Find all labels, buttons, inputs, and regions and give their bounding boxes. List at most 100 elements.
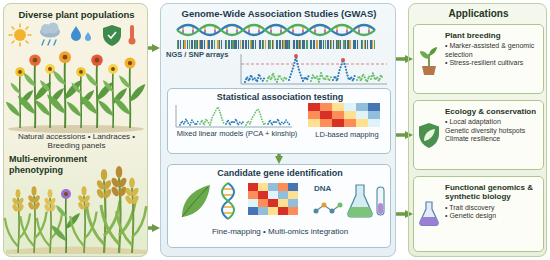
- left-panel-ground: [3, 3, 148, 257]
- panel-heading: Diverse plant populations: [6, 9, 147, 20]
- text-slot: Statistical association testing: [172, 92, 388, 103]
- body-text: Multi-environment phenotyping: [9, 154, 109, 175]
- ld-heatmap-part: [368, 111, 380, 119]
- mini-manhattan-plot-part: [176, 105, 292, 127]
- rain-cloud-icon: [40, 23, 60, 46]
- body-text: Natural accessions • Landraces • Breedin…: [10, 132, 143, 151]
- flask-icon: [348, 185, 372, 217]
- manhattan-plot-part-part: [245, 74, 265, 82]
- snp-strip: [177, 40, 375, 49]
- omics-heatmap-part: [248, 191, 258, 199]
- flowering-plants-part: [98, 64, 127, 128]
- molecule-label: DNA: [314, 184, 342, 193]
- conservation-shield-icon-part: [419, 123, 439, 148]
- thermometer-icon-part: [130, 25, 134, 39]
- flow-arrow: [148, 46, 153, 50]
- shield-icon: [103, 25, 121, 46]
- molecule-icon-part: [338, 203, 343, 208]
- bullet-text: • Genetic design: [445, 212, 539, 220]
- ld-heatmap-part: [356, 103, 368, 111]
- flask-icon-part: [420, 202, 438, 226]
- sun-icon-part: [14, 29, 26, 41]
- omics-heatmap-part: [288, 183, 298, 191]
- ld-heatmap-part: [320, 119, 332, 127]
- panel-heading: Applications: [413, 8, 544, 20]
- manhattan-plot-part-part: [333, 60, 355, 81]
- omics-heatmap-part: [268, 183, 278, 191]
- shield-icon-part: [103, 25, 121, 46]
- ld-heatmap-part: [332, 119, 344, 127]
- gwas-panel: Genome-Wide Association Studies (GWAS) S…: [160, 3, 396, 257]
- shield-icon-part: [108, 32, 116, 38]
- body-text: Mixed linear models (PCA + kinship): [173, 130, 301, 139]
- ld-heatmap-part: [368, 119, 380, 127]
- sprout-icon: [414, 40, 444, 80]
- application-box: Functional genomics & synthetic biology•…: [413, 176, 544, 252]
- ld-heatmap-part: [344, 119, 356, 127]
- bullet-text: • Stress-resilient cultivars: [445, 59, 539, 67]
- molecule-icon-part: [322, 203, 327, 208]
- molecule-icon-part: [316, 205, 340, 211]
- omics-heatmap-part: [268, 191, 278, 199]
- manhattan-plot-part-part: [267, 73, 287, 82]
- dna-icon: [222, 183, 234, 219]
- text-slot: Genome-Wide Association Studies (GWAS): [165, 8, 393, 19]
- ld-heatmap-part: [308, 103, 320, 111]
- sun-icon-part: [9, 24, 31, 46]
- rain-cloud-icon-part: [48, 23, 59, 34]
- snp-strip-part: [177, 40, 375, 49]
- omics-heatmap-part: [288, 207, 298, 215]
- text-slot: Applications: [413, 8, 544, 20]
- manhattan-plot-part: [341, 58, 345, 62]
- crop-plants-part: [37, 189, 62, 253]
- manhattan-plot-part: [241, 64, 387, 65]
- snp-strip-part: [177, 40, 375, 49]
- ld-heatmap-part: [368, 103, 380, 111]
- text-slot: Fine-mapping • Multi-omics integration: [172, 227, 388, 236]
- omics-heatmap-part: [288, 199, 298, 207]
- flask-icon-part: [348, 207, 372, 217]
- text-stack: Ecology & conservation• Local adaptation…: [445, 107, 539, 143]
- crop-plants-part: [70, 186, 96, 253]
- body-text: Fine-mapping • Multi-omics integration: [172, 227, 388, 236]
- test-tube-icon-part: [377, 187, 384, 215]
- omics-heatmap-part: [258, 191, 268, 199]
- flowering-plants-part: [80, 54, 113, 128]
- body-text: LD-based mapping: [306, 131, 388, 140]
- manhattan-plot-part-part: [357, 73, 383, 82]
- omics-heatmap: [248, 183, 298, 215]
- flowering-plants-part: [114, 58, 146, 128]
- flow-arrow: [277, 154, 281, 157]
- process-box: Statistical association testingMixed lin…: [167, 88, 391, 154]
- leaf-icon: [182, 185, 210, 217]
- molecule-icon-part: [330, 209, 335, 214]
- flow-arrow: [396, 133, 406, 137]
- box-title: Plant breeding: [445, 31, 539, 40]
- box-title: Ecology & conservation: [445, 107, 539, 116]
- ld-heatmap-part: [356, 111, 368, 119]
- bullet-text: Genetic diversity hotspots: [445, 127, 539, 135]
- dna-helix-part: [183, 26, 369, 34]
- dna-helix-part: [183, 26, 369, 34]
- rain-cloud-icon-part: [42, 40, 56, 45]
- thermometer-icon-part: [129, 38, 136, 45]
- flowering-plants-part: [18, 54, 51, 128]
- omics-heatmap-part: [248, 207, 258, 215]
- test-tube-icon: [377, 187, 384, 215]
- bullet-text: • Trait discovery: [445, 204, 539, 212]
- ld-heatmap-part: [320, 103, 332, 111]
- ld-heatmap-part: [332, 103, 344, 111]
- panel-heading: Candidate gene identification: [172, 168, 388, 179]
- crop-plants: [5, 166, 147, 253]
- crop-plants-part: [20, 186, 46, 253]
- label-slot: DNA: [314, 184, 342, 193]
- panel-heading: Genome-Wide Association Studies (GWAS): [165, 8, 393, 19]
- applications-panel: Applications Plant breeding• Marker-assi…: [408, 3, 547, 257]
- dna-helix-part: [177, 25, 375, 35]
- ld-heatmap-part: [344, 103, 356, 111]
- flask-icon-part: [348, 185, 372, 217]
- snp-strip-part: [177, 40, 375, 49]
- ld-heatmap-part: [344, 111, 356, 119]
- sprout-icon-part: [429, 47, 437, 56]
